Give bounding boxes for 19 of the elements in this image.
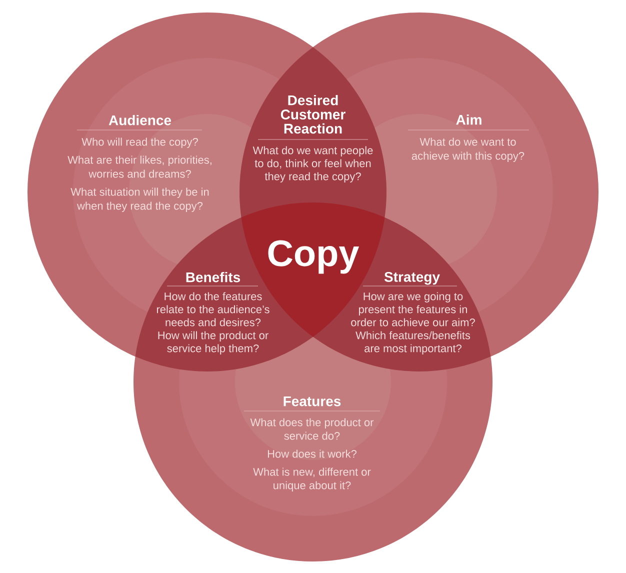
question-text: How do the features relate to the audience’s needs and desires? bbox=[156, 292, 270, 326]
question-text: Who will read the copy? bbox=[82, 138, 198, 148]
question-text: What situation will they be in when they read the copy? bbox=[70, 188, 209, 212]
section-heading: Audience bbox=[108, 114, 172, 126]
section-heading: Strategy bbox=[384, 272, 440, 285]
center-title: Copy bbox=[268, 240, 360, 274]
question-text: What is new, different or unique about it? bbox=[253, 468, 371, 492]
question-text: What does the product or service do? bbox=[250, 418, 374, 440]
question-text: What do we want people to do, think or feel when they read the copy? bbox=[252, 146, 373, 182]
section-heading: Features bbox=[284, 396, 341, 406]
question-text: How does it work? bbox=[268, 450, 356, 458]
question-text: How are we going to present the features in order to achieve our aim? bbox=[351, 292, 475, 326]
question-text: How will the product or service help them? bbox=[158, 331, 268, 354]
section-heading: Aim bbox=[456, 114, 482, 125]
question-text: Which features/benefits are most important? bbox=[356, 331, 470, 354]
section-heading: Benefits bbox=[186, 272, 240, 282]
question-text: What are their likes, priorities, worries and dreams? bbox=[68, 156, 212, 178]
question-text: What do we want to achieve with this copy? bbox=[412, 138, 524, 162]
section-heading: Desired Customer Reaction bbox=[280, 94, 346, 134]
